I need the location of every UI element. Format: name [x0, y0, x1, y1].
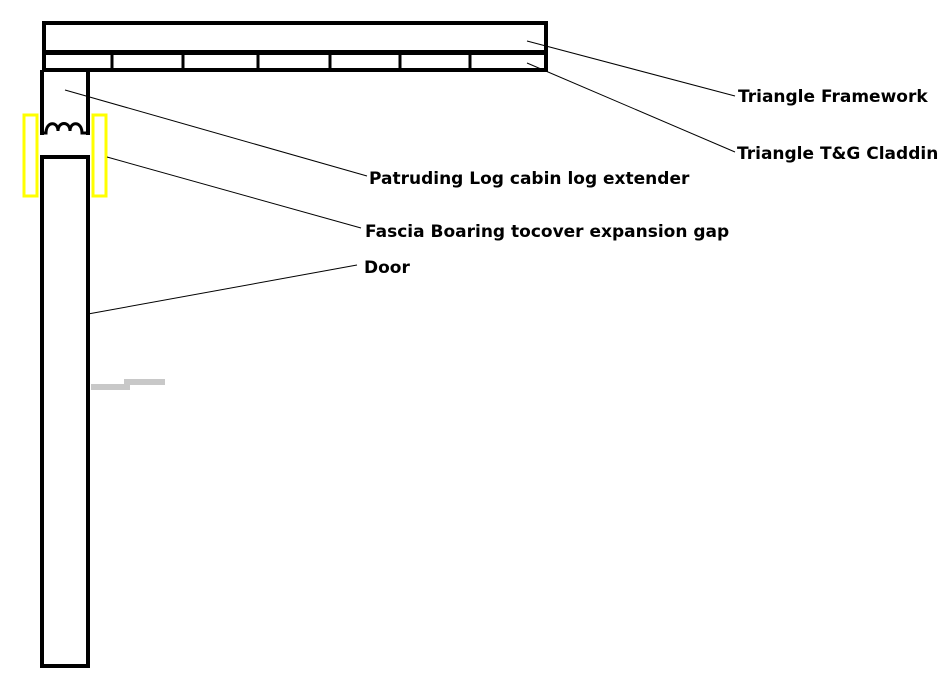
- label-door: Door: [364, 258, 410, 278]
- label-log-extender: Patruding Log cabin log extender: [369, 169, 690, 189]
- fascia-board-right: [91, 113, 108, 198]
- leader-line-door: [87, 264, 358, 315]
- triangle-framework-beam: [42, 21, 548, 54]
- leader-line-cladding: [526, 62, 736, 153]
- log-extender: [40, 70, 90, 135]
- stray-grey-mark: [91, 379, 165, 390]
- label-triangle-cladding: Triangle T&G Cladding: [737, 144, 939, 164]
- leader-line-fascia: [106, 156, 362, 229]
- leader-line-framework: [526, 40, 736, 97]
- triangle-cladding-strip: [42, 51, 548, 72]
- leader-line-log-extender: [64, 89, 368, 177]
- label-fascia-boarding: Fascia Boaring tocover expansion gap: [365, 222, 729, 242]
- fascia-board-left: [22, 113, 39, 198]
- label-triangle-framework: Triangle Framework: [738, 87, 928, 107]
- door: [40, 155, 90, 668]
